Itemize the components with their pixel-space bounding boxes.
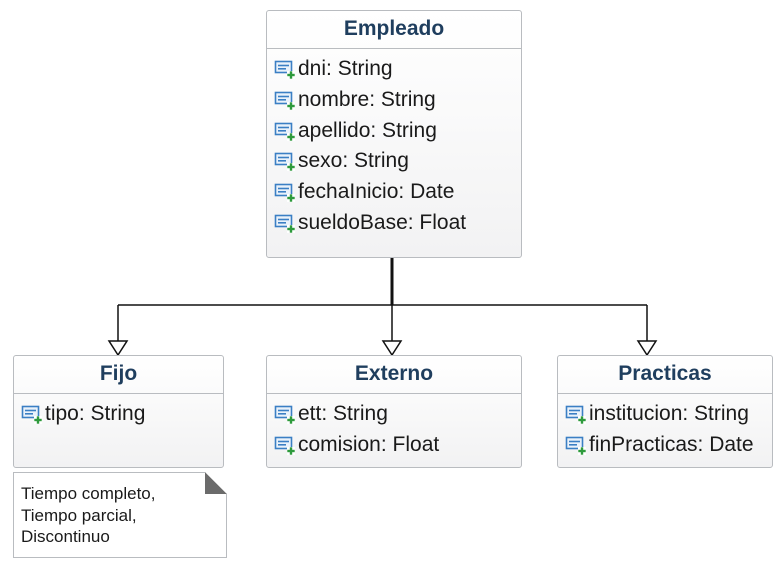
attribute-list: dni: String nombre: String apellido: Strin…	[267, 49, 521, 238]
attribute-label: tipo: String	[45, 402, 146, 426]
attribute-label: apellido: String	[298, 118, 437, 142]
attribute-icon	[274, 150, 296, 172]
attribute-row[interactable]: tipo: String	[14, 399, 223, 430]
attribute-row[interactable]: apellido: String	[267, 115, 521, 146]
class-name: Externo	[267, 356, 521, 394]
attribute-row[interactable]: institucion: String	[558, 399, 772, 430]
attribute-icon	[21, 403, 43, 425]
class-fijo[interactable]: Fijo tipo: String	[13, 355, 224, 468]
attribute-label: ett: String	[298, 402, 388, 426]
attribute-row[interactable]: sexo: String	[267, 146, 521, 177]
note-folded-corner-icon	[205, 472, 227, 494]
class-name: Practicas	[558, 356, 772, 394]
attribute-row[interactable]: nombre: String	[267, 85, 521, 116]
class-practicas[interactable]: Practicas institucion: String finPractica…	[557, 355, 773, 468]
attribute-row[interactable]: fechaInicio: Date	[267, 177, 521, 208]
attribute-icon	[274, 403, 296, 425]
attribute-label: sueldoBase: Float	[298, 210, 467, 234]
class-externo[interactable]: Externo ett: String comision: Float	[266, 355, 522, 468]
attribute-label: sexo: String	[298, 149, 409, 173]
note-text: Tiempo completo, Tiempo parcial, Discont…	[21, 484, 156, 546]
inheritance-arrow-fijo	[107, 340, 129, 357]
attribute-label: finPracticas: Date	[589, 433, 754, 457]
attribute-icon	[274, 181, 296, 203]
attribute-icon	[565, 434, 587, 456]
attribute-list: institucion: String finPracticas: Date	[558, 394, 772, 460]
inheritance-arrow-practicas	[636, 340, 658, 357]
attribute-label: comision: Float	[298, 433, 440, 457]
note[interactable]: Tiempo completo, Tiempo parcial, Discont…	[13, 472, 227, 558]
attribute-list: ett: String comision: Float	[267, 394, 521, 460]
attribute-row[interactable]: comision: Float	[267, 430, 521, 461]
class-name: Empleado	[267, 11, 521, 49]
attribute-list: tipo: String	[14, 394, 223, 430]
attribute-row[interactable]: ett: String	[267, 399, 521, 430]
attribute-label: institucion: String	[589, 402, 749, 426]
attribute-icon	[274, 58, 296, 80]
attribute-label: fechaInicio: Date	[298, 180, 455, 204]
class-empleado[interactable]: Empleado dni: String nombre: String apelli…	[266, 10, 522, 258]
attribute-label: dni: String	[298, 57, 393, 81]
attribute-icon	[565, 403, 587, 425]
attribute-label: nombre: String	[298, 88, 436, 112]
attribute-row[interactable]: sueldoBase: Float	[267, 207, 521, 238]
attribute-icon	[274, 120, 296, 142]
class-name: Fijo	[14, 356, 223, 394]
attribute-icon	[274, 212, 296, 234]
attribute-row[interactable]: dni: String	[267, 54, 521, 85]
attribute-icon	[274, 434, 296, 456]
attribute-row[interactable]: finPracticas: Date	[558, 430, 772, 461]
inheritance-arrow-externo	[381, 340, 403, 357]
attribute-icon	[274, 89, 296, 111]
